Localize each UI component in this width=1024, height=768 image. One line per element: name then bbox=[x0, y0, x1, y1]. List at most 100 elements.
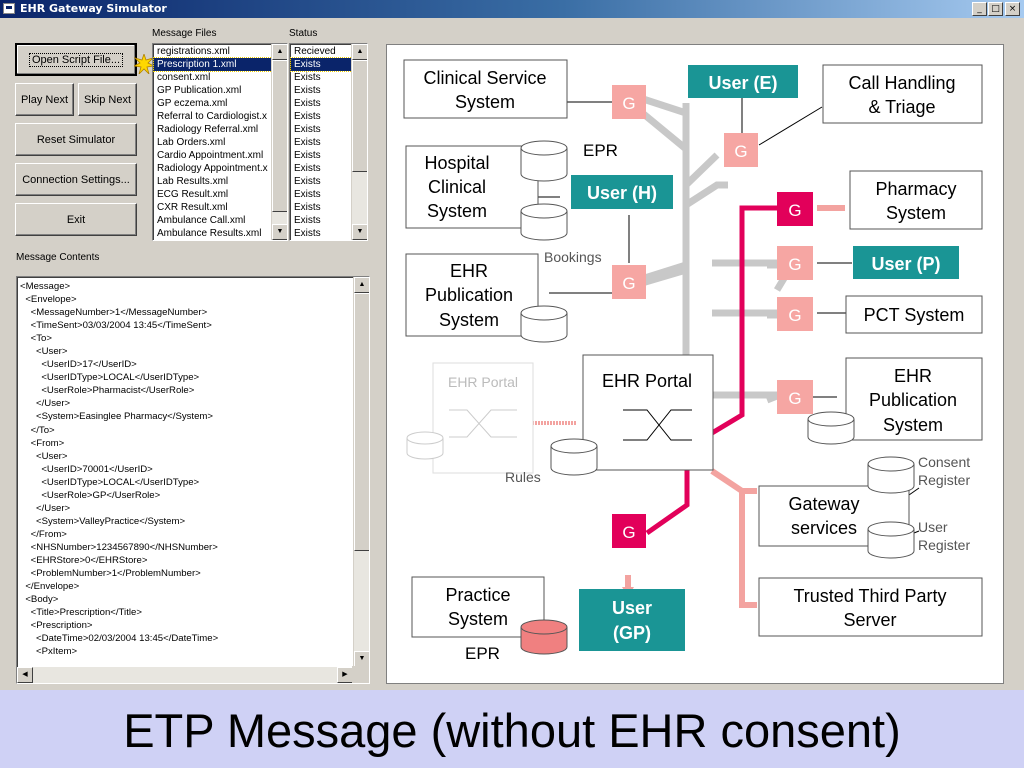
message-file-item[interactable]: Lab Orders.xml bbox=[157, 137, 226, 148]
xml-line: <System>ValleyPractice</System> bbox=[20, 515, 186, 527]
message-xml-text: <Message> <Envelope> <MessageNumber>1</M… bbox=[20, 280, 350, 666]
status-item[interactable]: Exists bbox=[294, 163, 321, 174]
ehr-pub-left-line3: System bbox=[439, 310, 499, 330]
play-next-button[interactable]: Play Next bbox=[15, 83, 74, 116]
database-cylinders bbox=[406, 140, 915, 655]
status-scrollbar[interactable]: ▲ ▼ bbox=[351, 44, 367, 240]
skip-next-button[interactable]: Skip Next bbox=[78, 83, 137, 116]
user-e-label: User (E) bbox=[708, 73, 777, 93]
message-contents-box[interactable]: <Message> <Envelope> <MessageNumber>1</M… bbox=[16, 276, 370, 684]
status-item[interactable]: Exists bbox=[294, 150, 321, 161]
window-title: EHR Gateway Simulator bbox=[20, 2, 167, 15]
status-item[interactable]: Exists bbox=[294, 202, 321, 213]
practice-line2: System bbox=[448, 609, 508, 629]
status-item[interactable]: Exists bbox=[290, 57, 353, 72]
xml-line: <UserRole>GP</UserRole> bbox=[20, 489, 161, 501]
status-item[interactable]: Recieved bbox=[294, 46, 336, 57]
status-item[interactable]: Exists bbox=[294, 228, 321, 239]
files-scrollbar[interactable]: ▲ ▼ bbox=[271, 44, 287, 240]
status-item[interactable]: Exists bbox=[294, 98, 321, 109]
ehr-portal-box bbox=[582, 354, 714, 471]
simulator-window: EHR Gateway Simulator _ □ × Open Script … bbox=[0, 0, 1024, 690]
scroll-down-icon[interactable]: ▼ bbox=[272, 224, 287, 240]
xml-line: <To> bbox=[20, 333, 52, 345]
message-file-item[interactable]: ECG Result.xml bbox=[157, 189, 229, 200]
ehr-pub-right-line2: Publication bbox=[869, 390, 957, 410]
consent-register-line2: Register bbox=[918, 472, 970, 488]
maximize-button[interactable]: □ bbox=[988, 2, 1003, 16]
scroll-up-icon[interactable]: ▲ bbox=[272, 44, 287, 60]
reset-simulator-button[interactable]: Reset Simulator bbox=[15, 123, 137, 156]
scroll-thumb[interactable] bbox=[272, 60, 287, 212]
scroll-corner bbox=[352, 666, 369, 683]
scroll-up-icon[interactable]: ▲ bbox=[352, 44, 367, 60]
status-item[interactable]: Exists bbox=[294, 137, 321, 148]
status-item[interactable]: Exists bbox=[294, 189, 321, 200]
message-file-item[interactable]: GP eczema.xml bbox=[157, 98, 228, 109]
message-file-item[interactable]: consent.xml bbox=[157, 72, 211, 83]
message-file-item[interactable]: Lab Results.xml bbox=[157, 176, 229, 187]
message-file-item[interactable]: Radiology Appointment.x bbox=[157, 163, 268, 174]
message-file-item[interactable]: Referral to Cardiologist.x bbox=[157, 111, 268, 122]
message-file-item[interactable]: GP Publication.xml bbox=[157, 85, 242, 96]
starburst-icon bbox=[134, 54, 154, 74]
practice-epr-icon bbox=[520, 619, 568, 655]
minimize-button[interactable]: _ bbox=[972, 2, 987, 16]
app-icon bbox=[3, 3, 15, 14]
message-file-item[interactable]: Prescription 1.xml bbox=[153, 57, 273, 72]
status-item[interactable]: Exists bbox=[294, 215, 321, 226]
scroll-down-icon[interactable]: ▼ bbox=[354, 651, 369, 667]
title-bar: EHR Gateway Simulator _ □ × bbox=[0, 0, 1024, 18]
xml-line: <UserID>70001</UserID> bbox=[20, 463, 153, 475]
status-item[interactable]: Exists bbox=[294, 176, 321, 187]
gateway-icon: G bbox=[734, 142, 747, 161]
close-button[interactable]: × bbox=[1005, 2, 1020, 16]
xml-line: <EHRStore>0</EHRStore> bbox=[20, 554, 148, 566]
scroll-thumb[interactable] bbox=[354, 293, 369, 551]
status-item[interactable]: Exists bbox=[294, 111, 321, 122]
exit-button[interactable]: Exit bbox=[15, 203, 137, 236]
scroll-down-icon[interactable]: ▼ bbox=[352, 224, 367, 240]
epr-database-icon bbox=[520, 140, 568, 182]
call-handling-box bbox=[822, 64, 983, 124]
gateway-icon: G bbox=[622, 94, 635, 113]
pct-system-label: PCT System bbox=[864, 305, 965, 325]
status-item[interactable]: Exists bbox=[294, 124, 321, 135]
message-file-item[interactable]: Radiology Referral.xml bbox=[157, 124, 259, 135]
open-script-file-button[interactable]: Open Script File... bbox=[15, 43, 137, 76]
gateway-nodes: G G G G G G G G bbox=[612, 85, 813, 548]
status-item[interactable]: Exists bbox=[294, 72, 321, 83]
message-file-item[interactable]: Ambulance Call.xml bbox=[157, 215, 246, 226]
xml-line: <NHSNumber>1234567890</NHSNumber> bbox=[20, 541, 218, 553]
xml-line: <System>Easinglee Pharmacy</System> bbox=[20, 411, 214, 423]
xml-line: </User> bbox=[20, 398, 71, 410]
scroll-right-icon[interactable]: ▶ bbox=[337, 667, 353, 683]
message-file-item[interactable]: registrations.xml bbox=[157, 46, 230, 57]
connection-settings-button[interactable]: Connection Settings... bbox=[15, 163, 137, 196]
contents-scrollbar[interactable]: ▲ ▼ bbox=[353, 277, 369, 667]
xml-line: <Title>Prescription</Title> bbox=[20, 607, 142, 619]
gateway-icon: G bbox=[788, 255, 801, 274]
ehr-network-diagram: G G G G G G G G Clinical Service System bbox=[386, 44, 1004, 684]
scroll-thumb[interactable] bbox=[352, 60, 367, 172]
trusted-third-party-box bbox=[758, 577, 983, 637]
call-handling-line1: Call Handling bbox=[848, 73, 955, 93]
faded-database-icon bbox=[406, 431, 444, 460]
epr-bottom-label: EPR bbox=[465, 644, 500, 663]
status-item[interactable]: Exists bbox=[294, 85, 321, 96]
message-file-item[interactable]: CXR Result.xml bbox=[157, 202, 228, 213]
xml-line: <UserIDType>LOCAL</UserIDType> bbox=[20, 372, 200, 384]
gateway-icon: G bbox=[788, 306, 801, 325]
message-files-label: Message Files bbox=[152, 28, 217, 39]
user-gp-line1: User bbox=[612, 598, 652, 618]
ehr-publication-right-box bbox=[845, 357, 983, 441]
scroll-left-icon[interactable]: ◀ bbox=[17, 667, 33, 683]
contents-hscrollbar[interactable]: ◀ ▶ bbox=[17, 667, 353, 683]
message-file-item[interactable]: Cardio Appointment.xml bbox=[157, 150, 264, 161]
message-file-item[interactable]: Ambulance Results.xml bbox=[157, 228, 262, 239]
hospital-line2: Clinical bbox=[428, 177, 486, 197]
scroll-up-icon[interactable]: ▲ bbox=[354, 277, 369, 293]
user-p-label: User (P) bbox=[871, 254, 940, 274]
